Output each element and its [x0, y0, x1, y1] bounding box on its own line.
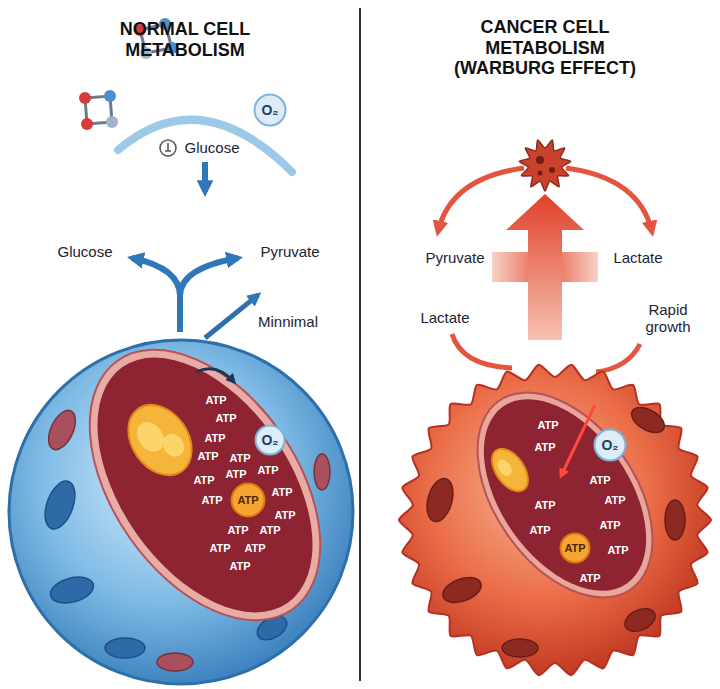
flow-arc [438, 168, 524, 232]
atp-label: ATP [599, 519, 620, 532]
atp-sphere: ATP [230, 482, 266, 518]
atp-label: ATP [537, 419, 558, 432]
metabolite-label: Pyruvate [425, 249, 484, 266]
oxygen-bubble: O₂ [254, 424, 286, 456]
flux-label: Minnimal [258, 313, 318, 330]
cancer-cell-icon [519, 140, 570, 191]
metabolite-label: Lactate [613, 249, 662, 266]
bubble-shape [256, 426, 285, 455]
atp-label: ATP [529, 524, 550, 537]
cancer-cell-icon [536, 156, 555, 176]
flow-arrow [132, 258, 180, 332]
sphere-shape [232, 484, 265, 517]
cancer-cell [399, 365, 711, 675]
atp-label: ATP [579, 572, 600, 585]
panel-title: CANCER CELL METABOLISM (WARBURG EFFECT) [438, 17, 653, 79]
flow-arrow [561, 405, 595, 476]
atp-label: ATP [193, 474, 214, 487]
atp-label: ATP [229, 560, 250, 573]
atp-label: ATP [201, 494, 222, 507]
panel-title: NORMAL CELL METABOLISM [78, 19, 293, 60]
flow-arrow [205, 295, 258, 338]
metabolite-label: Glucose [57, 243, 112, 260]
sphere-shape [561, 534, 590, 563]
flow-arc [596, 344, 640, 372]
outcome-label: Rapid growth [637, 301, 699, 336]
metabolite-label: Pyruvate [260, 243, 319, 260]
atp-label: ATP [534, 441, 555, 454]
matrix-blob [115, 393, 204, 487]
oxygen-bubble: O₂ [593, 428, 627, 462]
atp-sphere: ATP [559, 532, 591, 564]
metabolite-label: Lactate [420, 309, 469, 326]
atp-label: ATP [259, 524, 280, 537]
atp-label: ATP [257, 464, 278, 477]
bubble-shape [595, 430, 626, 461]
node-text: ATP [564, 542, 585, 554]
oxygen-bubble: O₂ [253, 93, 287, 127]
atp-label: ATP [215, 412, 236, 425]
flow-arrow [180, 258, 238, 296]
flow-arrow [196, 369, 234, 382]
flow-arc [452, 334, 512, 368]
growth-arrow [506, 194, 584, 340]
metabolite-label: Glucose [184, 139, 239, 156]
atp-label: ATP [229, 452, 250, 465]
atp-label: ATP [589, 474, 610, 487]
glucose-molecule [79, 90, 118, 130]
node-text: O₂ [261, 102, 278, 118]
matrix-blob [485, 442, 535, 497]
node-text: O₂ [601, 437, 618, 453]
flow-arrow [202, 162, 208, 192]
atp-label: ATP [205, 394, 226, 407]
mitochondrion [442, 361, 689, 630]
atp-label: ATP [227, 524, 248, 537]
bubble-shape [255, 95, 286, 126]
mitochondrion [42, 308, 367, 663]
atp-label: ATP [271, 486, 292, 499]
atp-label: ATP [244, 542, 265, 555]
node-text: O₂ [261, 432, 278, 448]
atp-label: ATP [274, 509, 295, 522]
atp-label: ATP [225, 468, 246, 481]
glucose-icon [160, 140, 176, 156]
atp-label: ATP [209, 542, 230, 555]
atp-label: ATP [607, 544, 628, 557]
atp-label: ATP [204, 432, 225, 445]
atp-label: ATP [534, 499, 555, 512]
flow-arc [566, 168, 652, 232]
atp-label: ATP [604, 494, 625, 507]
atp-label: ATP [197, 450, 218, 463]
panel-divider [359, 8, 361, 681]
node-text: ATP [237, 494, 258, 506]
